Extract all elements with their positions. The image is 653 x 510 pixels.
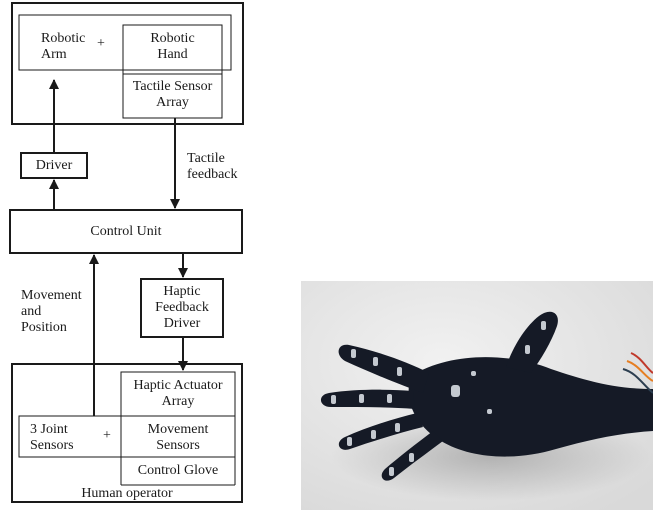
haptic-actuator-array-label: Haptic Actuator Array: [121, 378, 235, 410]
glove-photo: [301, 281, 653, 510]
tactile-sensor-array-label: Tactile Sensor Array: [121, 79, 224, 111]
human-operator-label: Human operator: [12, 486, 242, 502]
driver-label: Driver: [21, 158, 87, 174]
haptic-feedback-driver-label: Haptic Feedback Driver: [141, 284, 223, 332]
operator-plus-sign: +: [99, 428, 115, 444]
movement-position-label: Movement and Position: [21, 288, 82, 336]
tactile-feedback-label: Tactile feedback: [187, 151, 238, 183]
robot-plus-sign: +: [93, 36, 109, 52]
control-glove-label: Control Glove: [121, 463, 235, 479]
control-unit-label: Control Unit: [10, 224, 242, 240]
movement-sensors-label: Movement Sensors: [121, 422, 235, 454]
robotic-arm-label: Robotic Arm: [41, 31, 85, 63]
robotic-hand-label: Robotic Hand: [123, 31, 222, 63]
joint-sensors-label: 3 Joint Sensors: [30, 422, 74, 454]
